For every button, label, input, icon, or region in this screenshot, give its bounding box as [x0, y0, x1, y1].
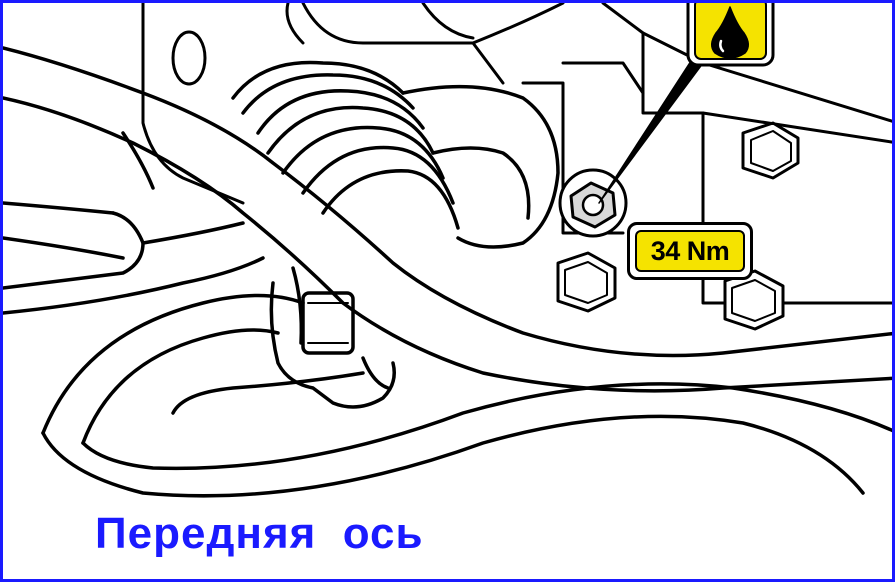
hose [3, 46, 892, 393]
torque-value: 34 Nm [635, 230, 745, 272]
caption-front-axle: Передняя ось [95, 509, 424, 558]
torque-label: 34 Nm [627, 222, 753, 280]
subframe-outline [141, 3, 892, 305]
bolt-lower-right [723, 269, 785, 331]
bolt-lower-left [556, 251, 617, 313]
hose-clamp [269, 266, 396, 409]
leader-line [598, 60, 704, 204]
bolt-upper-right [741, 121, 800, 180]
oil-drop-icon [686, 3, 775, 67]
axle-line-drawing [3, 3, 892, 498]
drive-shaft-boot [231, 60, 560, 249]
